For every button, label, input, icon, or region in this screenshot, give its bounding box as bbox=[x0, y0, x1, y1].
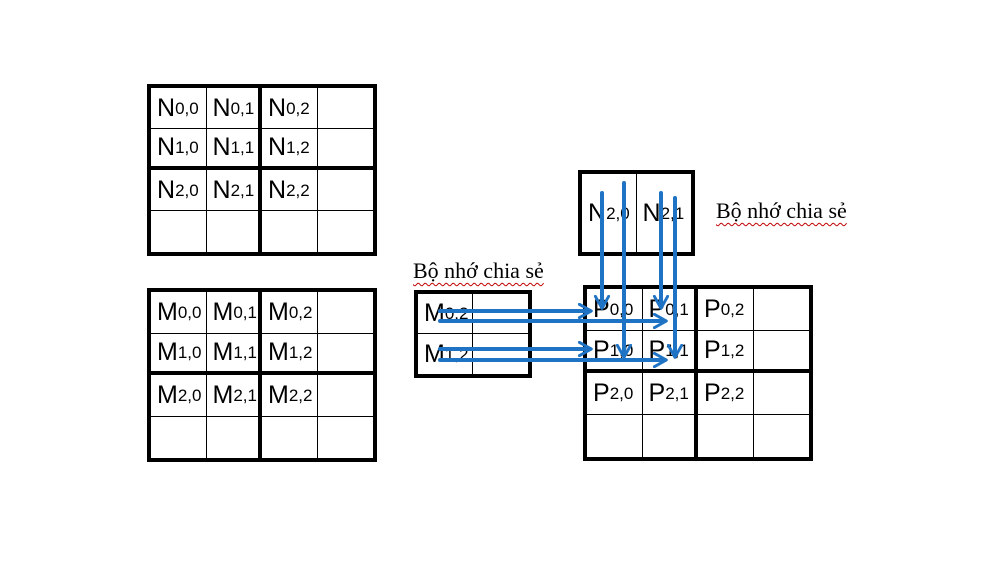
shared-memory-caption-m: Bộ nhớ chia sẻ bbox=[413, 258, 544, 283]
shared-m-cell-0-1 bbox=[473, 294, 528, 334]
shared-m-cell-1-1 bbox=[473, 334, 528, 374]
p-cell-1-3 bbox=[753, 331, 809, 373]
m-cell-1-3 bbox=[317, 334, 373, 375]
n-cell-2-3 bbox=[317, 170, 373, 211]
p-cell-0-3 bbox=[753, 289, 809, 331]
n-cell-0-3 bbox=[317, 88, 373, 129]
p-cell-3-3 bbox=[754, 415, 810, 457]
n-cell-3-1 bbox=[207, 211, 262, 252]
n-cell-3-0 bbox=[151, 211, 207, 252]
p-cell-3-0 bbox=[587, 415, 643, 457]
p-cell-3-1 bbox=[643, 415, 698, 457]
m-cell-3-2 bbox=[262, 416, 318, 458]
n-cell-1-3 bbox=[317, 129, 373, 170]
m-cell-0-3 bbox=[317, 292, 373, 334]
p-cell-2-3 bbox=[753, 373, 809, 415]
shared-memory-caption-n: Bộ nhớ chia sẻ bbox=[716, 198, 847, 223]
m-cell-3-1 bbox=[207, 416, 262, 458]
p-cell-3-2 bbox=[698, 415, 754, 457]
n-cell-3-2 bbox=[262, 211, 318, 252]
m-cell-2-3 bbox=[317, 375, 373, 417]
m-cell-3-3 bbox=[318, 417, 374, 459]
n-cell-3-3 bbox=[318, 211, 374, 252]
m-cell-3-0 bbox=[151, 416, 207, 458]
